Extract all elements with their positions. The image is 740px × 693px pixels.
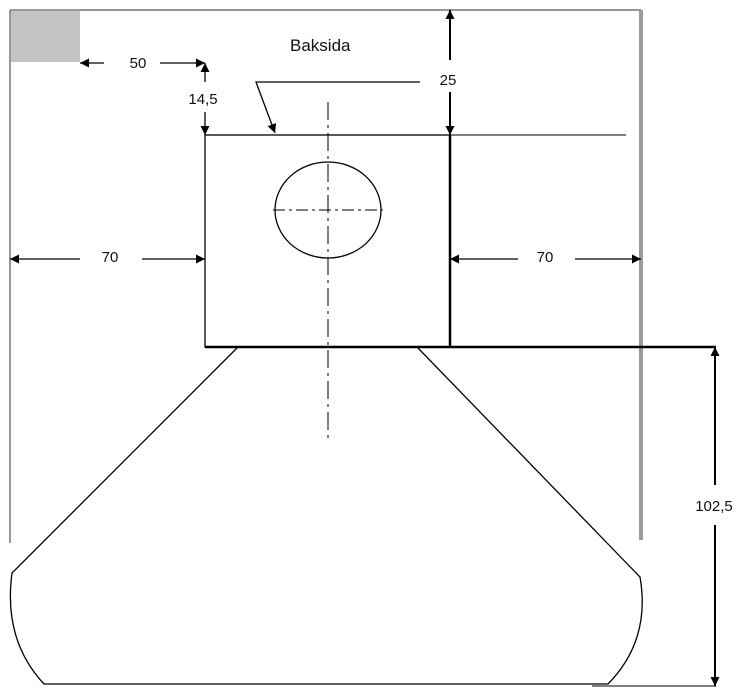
dimension-top-left-offset: 50 xyxy=(80,55,205,72)
dimension-hood-height: 102,5 xyxy=(695,347,733,686)
dimension-left-gap: 70 xyxy=(10,249,205,266)
corner-reference-square xyxy=(11,11,80,62)
chimney xyxy=(204,102,626,440)
dim-102-5-label: 102,5 xyxy=(695,498,733,515)
dim-50-label: 50 xyxy=(130,55,147,72)
dim-left-70-label: 70 xyxy=(102,249,119,266)
dim-25-leader xyxy=(255,81,420,134)
dim-25-label: 25 xyxy=(440,72,457,89)
wall-outline xyxy=(9,9,643,543)
dim-14-5-label: 14,5 xyxy=(188,91,217,108)
dim-right-70-label: 70 xyxy=(537,249,554,266)
hood-body xyxy=(9,345,716,687)
back-side-label: Baksida xyxy=(290,36,351,55)
dimension-top-right-drop: 25 xyxy=(255,10,457,135)
hood-outline xyxy=(9,346,643,685)
dimension-right-gap: 70 xyxy=(450,249,641,266)
dimension-top-left-drop: 14,5 xyxy=(188,63,218,135)
